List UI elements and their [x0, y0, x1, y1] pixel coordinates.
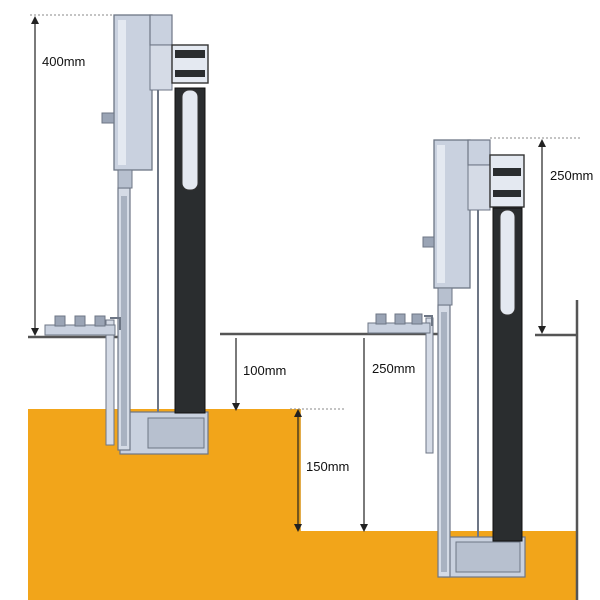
left-bracket-bolt-3 — [94, 315, 106, 327]
left-anchor-post — [105, 319, 115, 446]
label-250mm-mid: 250mm — [372, 361, 415, 376]
right-anchor-post — [425, 317, 434, 454]
left-guide-rail-inner — [121, 196, 127, 446]
left-cylinder-head-band — [175, 50, 205, 58]
right-housing-foot — [437, 287, 453, 306]
right-floor-bracket — [367, 313, 433, 334]
left-cylinder-head-band2 — [175, 70, 205, 77]
label-100mm: 100mm — [243, 363, 286, 378]
right-guide-rail-inner — [441, 312, 447, 572]
right-handle-knob — [422, 236, 435, 248]
label-150mm: 150mm — [306, 459, 349, 474]
right-cylinder-head — [489, 154, 525, 208]
left-pit-box-front — [147, 417, 205, 449]
surface-lines — [28, 300, 579, 600]
left-housing-connector — [149, 44, 173, 91]
left-lift-unit — [101, 14, 209, 455]
label-400mm: 400mm — [42, 54, 85, 69]
right-cylinder-head-band2 — [493, 190, 521, 197]
right-motor-housing-highlight — [437, 145, 445, 283]
left-handle-knob — [101, 112, 115, 124]
right-housing-connector — [467, 164, 491, 211]
right-bracket-arm — [424, 315, 433, 326]
right-pit-box-front — [455, 541, 521, 573]
left-housing-foot — [117, 169, 133, 189]
label-250mm-top: 250mm — [550, 168, 593, 183]
left-floor-bracket — [44, 315, 121, 336]
left-bracket-arm — [110, 317, 121, 330]
left-housing-top-block — [149, 14, 173, 46]
right-housing-top-block — [467, 139, 491, 166]
right-piston-rod — [499, 209, 516, 316]
dimension-arrows — [31, 16, 546, 532]
left-piston-rod — [181, 89, 199, 191]
left-bracket-bolt-1 — [54, 315, 66, 327]
right-bracket-bolt-1 — [375, 313, 387, 325]
right-bracket-bolt-2 — [394, 313, 406, 325]
left-bracket-bolt-2 — [74, 315, 86, 327]
right-cylinder-head-band — [493, 168, 521, 176]
right-lift-unit — [422, 139, 526, 578]
left-motor-housing-highlight — [118, 20, 126, 165]
right-bracket-bolt-3 — [411, 313, 423, 325]
